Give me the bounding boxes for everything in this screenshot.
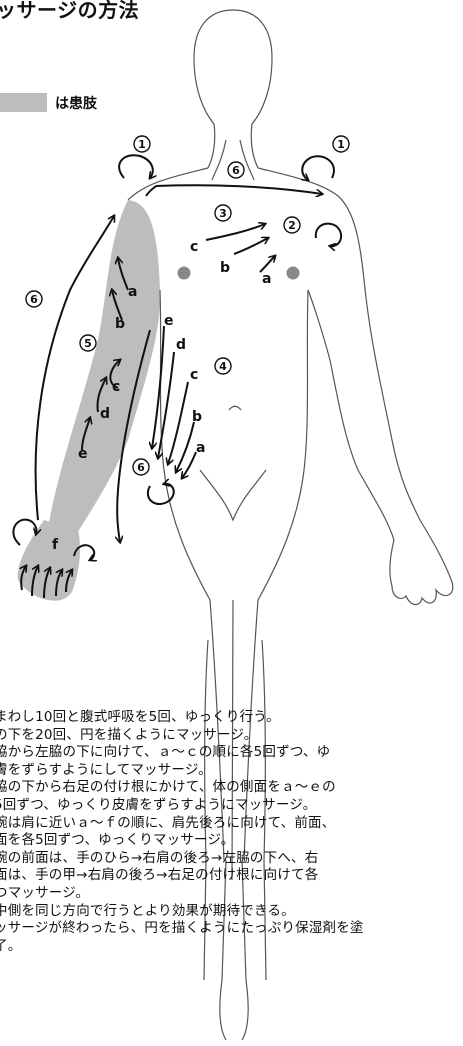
instruction-line: 了。 — [0, 938, 463, 956]
instruction-line: 脇の下から右足の付け根にかけて、体の側面をａ～ｅの — [0, 779, 463, 797]
side-label-b: b — [192, 409, 202, 425]
groin-circle-arrow — [148, 484, 174, 504]
marker-5: 5 — [84, 337, 92, 350]
arm-label-b: b — [115, 316, 125, 332]
chest-arrow-b — [234, 238, 268, 254]
chest-arrow-a — [260, 256, 275, 272]
chest-arrow-c — [206, 224, 265, 240]
instruction-line: 面は、手の甲→右肩の後ろ→右足の付け根に向けて各 — [0, 867, 463, 885]
shoulder-circle-arrow-left — [119, 155, 153, 178]
instruction-line: ッサージが終わったら、円を描くようにたっぷり保湿剤を塗 — [0, 920, 463, 938]
marker-6-arm: 6 — [30, 293, 38, 306]
instruction-line: 中側を同じ方向で行うとより効果が期待できる。 — [0, 903, 463, 921]
instruction-line: 5回ずつ、ゆっくり皮膚をずらすようにマッサージ。 — [0, 797, 463, 815]
shoulder-sweep-start — [146, 186, 156, 196]
marker-6-hip: 6 — [137, 461, 145, 474]
chest-label-a: a — [262, 271, 271, 287]
affected-hand-shading — [18, 520, 80, 601]
arm-label-a: a — [128, 284, 137, 300]
shoulder-sweep-arrow — [156, 185, 322, 194]
side-label-a: a — [196, 440, 205, 456]
nipple-right — [287, 267, 300, 280]
arm-label-d: d — [100, 406, 110, 422]
marker-3: 3 — [219, 207, 227, 220]
armpit-circle-arrow — [316, 224, 341, 247]
chest-label-b: b — [220, 260, 230, 276]
instruction-line: 面を各5回ずつ、ゆっくりマッサージ。 — [0, 832, 463, 850]
marker-1-left: 1 — [138, 138, 146, 151]
side-label-d: d — [176, 337, 186, 353]
marker-4: 4 — [219, 360, 227, 373]
arm-label-c: c — [112, 379, 120, 395]
marker-1-right: 1 — [337, 138, 345, 151]
instruction-line: 脇から左脇の下に向けて、ａ～ｃの順に各5回ずつ、ゆ — [0, 744, 463, 762]
nipple-left — [178, 267, 191, 280]
instruction-line: つマッサージ。 — [0, 885, 463, 903]
instruction-line: 腕は肩に近いａ～ｆの順に、肩先後ろに向けて、前面、 — [0, 815, 463, 833]
marker-6-neck: 6 — [232, 164, 240, 177]
arm-label-e: e — [78, 446, 88, 462]
side-label-e: e — [164, 313, 174, 329]
chest-label-c: c — [190, 239, 198, 255]
shoulder-circle-arrow-right — [302, 156, 334, 180]
marker-2: 2 — [288, 219, 296, 232]
instruction-line: 膚をずらすようにしてマッサージ。 — [0, 762, 463, 780]
instruction-line: 腕の前面は、手のひら→右肩の後ろ→左脇の下へ、右 — [0, 850, 463, 868]
side-label-c: c — [190, 367, 198, 383]
instruction-line: まわし10回と腹式呼吸を5回、ゆっくり行う。 — [0, 709, 463, 727]
instruction-list: まわし10回と腹式呼吸を5回、ゆっくり行う。 の下を20回、円を描くようにマッサ… — [0, 709, 463, 955]
affected-arm-shading — [48, 200, 160, 535]
arm-label-f: f — [52, 537, 59, 553]
instruction-line: の下を20回、円を描くようにマッサージ。 — [0, 727, 463, 745]
